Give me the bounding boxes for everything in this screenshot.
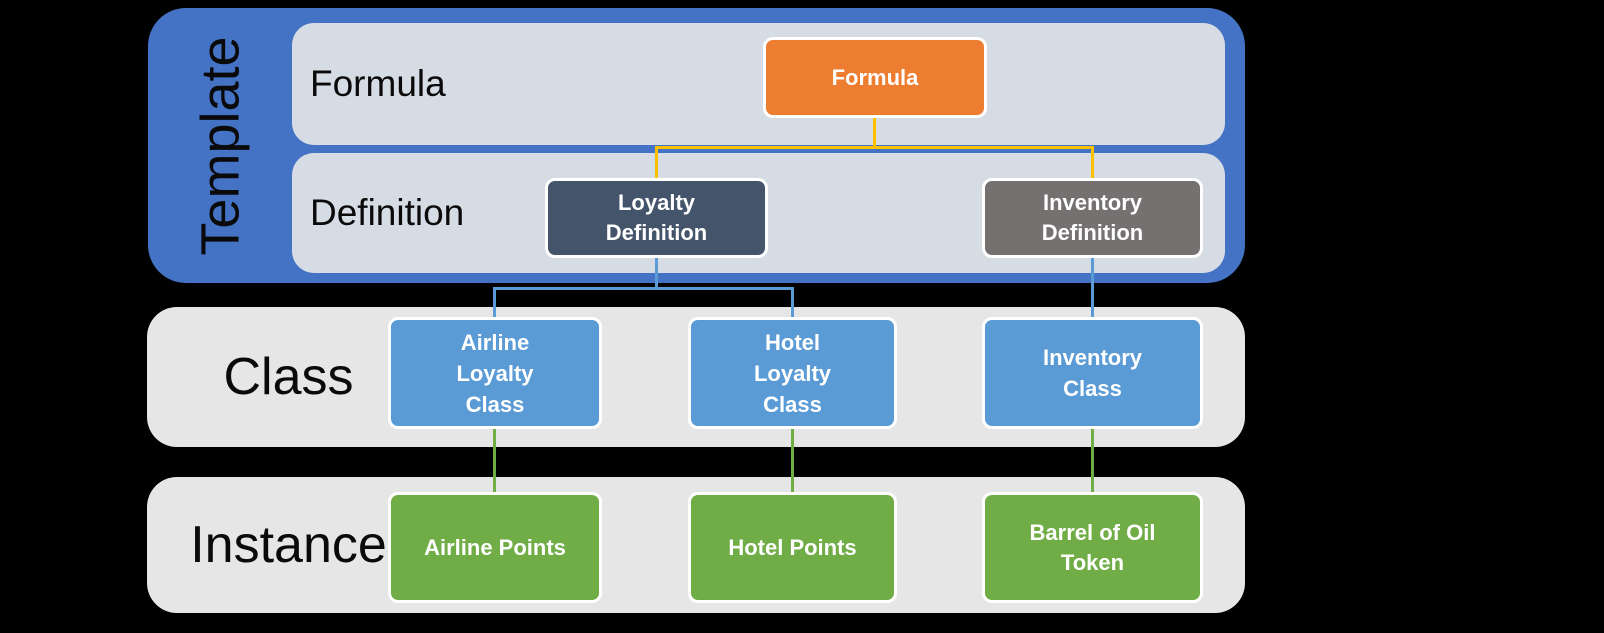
node-line: Airline Points (424, 534, 566, 560)
node-line: Inventory (1042, 190, 1143, 215)
formula-lane-label: Formula (310, 63, 446, 104)
loyalty-definition-node: Loyalty Definition (545, 178, 768, 258)
template-label-zone: Template (148, 8, 294, 283)
instance-label-zone: Instance (147, 477, 430, 613)
connector-to-inventory-class (1091, 255, 1094, 318)
class-lane-label: Class (223, 348, 354, 406)
node-line: Loyalty (617, 190, 696, 215)
template-label: Template (191, 35, 251, 256)
connector-formula-to-inventory (1091, 146, 1094, 179)
formula-lane: Formula (292, 23, 1225, 145)
formula-node: Formula (763, 37, 987, 118)
connector-loyalty-branch-bar (493, 287, 794, 290)
node-line: Hotel Points (728, 534, 857, 560)
formula-node-label: Formula (831, 64, 919, 90)
connector-to-airline-class (493, 287, 496, 318)
connector-formula-to-loyalty (655, 146, 658, 179)
node-line: Class (763, 391, 822, 417)
node-line: Definition (605, 220, 708, 245)
hotel-points-node: Hotel Points (688, 492, 897, 603)
node-line: Loyalty (456, 360, 534, 386)
node-line: Class (1063, 376, 1122, 401)
node-line: Hotel (765, 329, 820, 355)
node-line: Token (1060, 549, 1125, 575)
node-line: Loyalty (753, 360, 832, 386)
node-line: Definition (1041, 220, 1144, 245)
node-line: Airline (460, 329, 530, 355)
connector-to-airline-points (493, 429, 496, 493)
definition-lane-label: Definition (310, 192, 465, 233)
node-line: Inventory (1042, 345, 1143, 370)
connector-formula-branch-bar (655, 146, 1094, 149)
instance-lane-label: Instance (190, 516, 387, 574)
node-line: Class (465, 391, 525, 417)
inventory-definition-node: Inventory Definition (982, 178, 1203, 258)
connector-loyalty-def-stem (655, 258, 658, 289)
connector-formula-stem (873, 118, 876, 149)
connector-to-hotel-class (791, 287, 794, 318)
class-label-zone: Class (147, 307, 430, 447)
inventory-class-node: Inventory Class (982, 317, 1203, 429)
connector-to-hotel-points (791, 429, 794, 493)
airline-points-node: Airline Points (388, 492, 602, 603)
connector-to-barrel-token (1091, 429, 1094, 493)
airline-loyalty-class-node: Airline Loyalty Class (388, 317, 602, 429)
node-line: Barrel of Oil (1029, 519, 1156, 545)
hotel-loyalty-class-node: Hotel Loyalty Class (688, 317, 897, 429)
barrel-of-oil-token-node: Barrel of Oil Token (982, 492, 1203, 603)
